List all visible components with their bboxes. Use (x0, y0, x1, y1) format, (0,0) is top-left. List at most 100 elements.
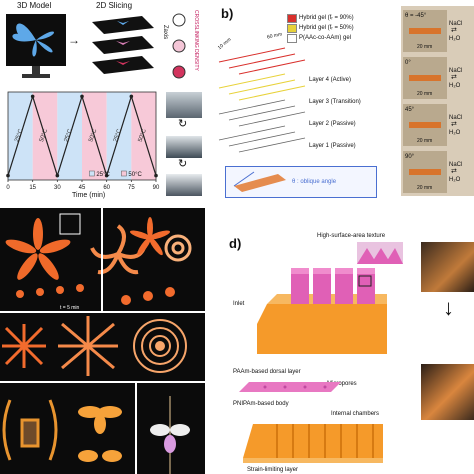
chart-x-label: Time (min) (72, 192, 106, 199)
body-label: PNIPAm-based body (233, 401, 289, 407)
data-point (80, 94, 84, 99)
panel-b: b) Hybrid gel (fᵣ = 90%) Hybrid gel (fᵣ … (207, 0, 474, 202)
recycle-icon-1: ↻ (178, 118, 188, 130)
h2o-label: H₂O (449, 177, 461, 183)
data-point (154, 173, 158, 178)
gel-strip (409, 122, 441, 128)
angle-row: 45° 20 mm NaCl⇄ H₂O (403, 104, 472, 148)
gel-strip (409, 169, 441, 175)
theta-label: θ : oblique angle (292, 179, 337, 185)
x-tick-label: 90 (153, 185, 160, 191)
angle-label: θ = -45° (405, 13, 427, 19)
legend-swatch (89, 170, 95, 177)
panel-b-label: b) (221, 6, 234, 21)
crosslinking-density-label: CROSSLINKING DENSITY (193, 10, 199, 71)
legend-hybrid-90-text: Hybrid gel (fᵣ = 90%) (299, 15, 354, 21)
panel-d-label: d) (229, 236, 242, 251)
pnipam-body (243, 424, 383, 463)
data-point (129, 94, 134, 99)
legend-swatch (121, 170, 127, 177)
gel-strip (409, 28, 441, 34)
gel-strip (409, 75, 441, 81)
scale-bar-label: 20 mm (417, 138, 433, 144)
scale-bar-label: 20 mm (417, 91, 433, 97)
arrow-icon: → (68, 33, 80, 47)
nacl-label: NaCl (449, 162, 463, 168)
dim-60mm: 60 mm (266, 31, 283, 41)
swap-arrow-icon: ⇄ (451, 121, 457, 128)
angle-label: 0° (405, 60, 411, 66)
legend-label: 25°C (96, 172, 110, 178)
segment-label: 50°C (138, 128, 148, 143)
x-tick-label: 60 (103, 185, 110, 191)
density-gradient (172, 13, 186, 79)
segment-label: 25°C (14, 128, 24, 143)
angle-row: 90° 20 mm NaCl⇄ H₂O (403, 151, 472, 195)
segment-label: 50°C (39, 128, 49, 143)
h2o-label: H₂O (449, 130, 461, 136)
panel-a: 3D Model 2D Slicing → Zaxis CROSSLINKING… (0, 0, 205, 202)
scale-bar-label: 20 mm (417, 44, 433, 50)
layer-1-label: Layer 1 (Passive) (309, 143, 356, 149)
swap-arrow-icon: ⇄ (451, 27, 457, 34)
layer-3-label: Layer 3 (Transition) (309, 99, 361, 105)
segment-label: 25°C (113, 128, 123, 143)
theta-strip-icon (233, 171, 286, 192)
chambers-label: Internal chambers (331, 411, 380, 417)
layer-2-label: Layer 2 (Passive) (309, 121, 356, 127)
data-point (55, 173, 60, 178)
photo-gripper-1 (421, 242, 474, 292)
nacl-label: NaCl (449, 115, 463, 121)
data-point (6, 173, 10, 178)
x-tick-label: 75 (128, 185, 135, 191)
dorsal-layer-label: PAAm-based dorsal layer (233, 369, 301, 375)
angle-label: 90° (405, 154, 415, 160)
legend-paac (287, 34, 297, 43)
scale-bar-label: 20 mm (417, 185, 433, 191)
segment-label: 50°C (88, 128, 98, 143)
texture-label: High-surface-area texture (317, 233, 386, 239)
slicing-stack (92, 16, 154, 74)
legend-hybrid-50 (287, 24, 297, 33)
micropores-label: Micropores (327, 381, 357, 387)
nacl-label: NaCl (449, 21, 463, 27)
data-point (104, 173, 109, 178)
data-point (30, 94, 35, 99)
swap-arrow-icon: ⇄ (451, 168, 457, 175)
nacl-label: NaCl (449, 68, 463, 74)
x-tick-label: 45 (79, 185, 86, 191)
inlet-label: Inlet (233, 301, 245, 307)
swap-arrow-icon: ⇄ (451, 74, 457, 81)
segment-label: 25°C (64, 128, 74, 143)
texture-inset (357, 242, 403, 264)
photo-gel-3 (166, 174, 202, 196)
flower-actuator-photos (0, 208, 205, 474)
down-arrow-icon: ↓ (443, 295, 454, 320)
dorsal-layer-strip (239, 382, 341, 392)
panel-d: d) High-surface-area texture Inlet PAAm-… (207, 208, 474, 474)
recycle-icon-2: ↻ (178, 158, 188, 170)
temperature-cycle-chart: 25°C 50°C 25°C 50°C 25°C 50°C 0 15 30 45 60 75 90 25°… (6, 91, 160, 191)
legend-label: 50°C (128, 172, 142, 178)
h2o-label: H₂O (449, 36, 461, 42)
time-note: t = 5 min (60, 305, 80, 311)
h2o-label: H₂O (449, 83, 461, 89)
photo-gel-1 (166, 92, 202, 118)
layer-stack-diagram (218, 47, 306, 153)
photo-gel-2 (166, 136, 202, 158)
layer-4-label: Layer 4 (Active) (309, 77, 352, 83)
header-2d-slicing: 2D Slicing (96, 1, 133, 10)
x-tick-label: 15 (29, 185, 36, 191)
theta-box: θ : oblique angle (225, 166, 377, 198)
panel-c: t = 5 min (0, 208, 205, 474)
angle-row: θ = -45° 20 mm NaCl⇄ H₂O (403, 10, 472, 54)
monitor-3d-model (6, 14, 66, 78)
x-tick-label: 0 (6, 185, 10, 191)
x-tick-label: 30 (54, 185, 61, 191)
legend-paac-text: P(AAc-co-AAm) gel (299, 35, 352, 41)
strain-limiting-label: Strain-limiting layer (247, 467, 299, 473)
angle-label: 45° (405, 107, 415, 113)
photo-gripper-2 (421, 364, 474, 420)
gripper-model-top (257, 268, 387, 354)
